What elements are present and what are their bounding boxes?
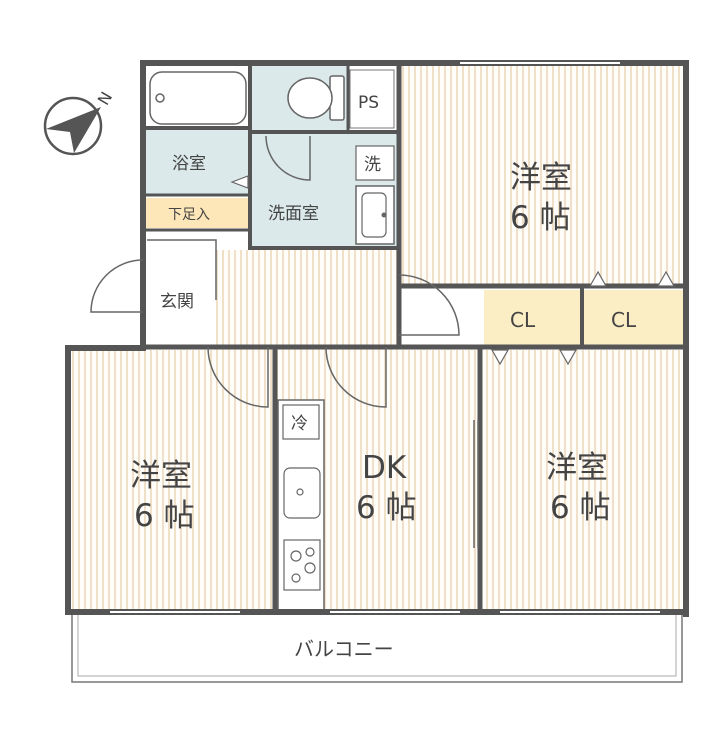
room-name-western-left: 洋室 bbox=[130, 458, 192, 494]
fridge-icon bbox=[282, 404, 320, 440]
stove-burner-icon bbox=[291, 573, 301, 583]
shoe-box-area bbox=[146, 198, 250, 228]
bathroom-area bbox=[146, 130, 250, 194]
room-name-balcony: バルコニー bbox=[294, 637, 394, 661]
floor-western-room-top-right bbox=[400, 66, 684, 286]
room-size-dining-kitchen: 6 帖 bbox=[356, 490, 417, 526]
kitchen-sink-drain-icon bbox=[296, 488, 304, 496]
room-name-pipe-space: PS bbox=[358, 93, 379, 113]
room-name-entrance: 玄関 bbox=[160, 292, 194, 312]
room-size-western-left: 6 帖 bbox=[134, 498, 195, 534]
floor-hall bbox=[215, 250, 400, 350]
room-name-shoe-box: 下足入 bbox=[168, 207, 210, 223]
floor-western-room-left bbox=[70, 350, 274, 612]
closet-left-area bbox=[484, 290, 580, 346]
floor-entrance bbox=[146, 255, 216, 345]
floor-western-room-bottom-right bbox=[482, 350, 684, 612]
room-name-bathroom: 浴室 bbox=[172, 154, 206, 174]
room-name-western-top-right: 洋室 bbox=[510, 160, 572, 196]
room-name-closet-right: CL bbox=[611, 308, 637, 332]
room-size-western-top-right: 6 帖 bbox=[510, 200, 571, 236]
stove-burner-icon bbox=[305, 547, 315, 557]
room-name-washer: 洗 bbox=[364, 155, 381, 175]
room-size-western-bottom-right: 6 帖 bbox=[550, 490, 611, 526]
doors bbox=[90, 135, 479, 548]
room-name-washroom: 洗面室 bbox=[268, 204, 319, 224]
stove-burner-icon bbox=[290, 550, 302, 562]
washer-box bbox=[355, 145, 395, 181]
compass-arrow-icon bbox=[43, 96, 103, 156]
pipe-space-box bbox=[349, 69, 395, 129]
room-name-closet-left: CL bbox=[510, 308, 536, 332]
room-name-fridge: 冷 bbox=[291, 414, 308, 434]
balcony-area bbox=[71, 613, 683, 683]
toilet-bowl-icon bbox=[287, 77, 333, 119]
bathtub-drain-icon bbox=[155, 93, 165, 103]
kitchen-sink-icon bbox=[283, 467, 321, 519]
bath-door-mark bbox=[230, 175, 249, 189]
room-name-dining-kitchen: DK bbox=[362, 450, 407, 486]
washbasin-drain-icon bbox=[381, 212, 387, 218]
room-name-western-bottom-right: 洋室 bbox=[546, 450, 608, 486]
closet-right-area bbox=[584, 290, 684, 346]
bathtub-icon bbox=[149, 71, 247, 125]
stove-burner-icon bbox=[304, 562, 316, 574]
north-label: N bbox=[94, 88, 116, 108]
closet-door-marks bbox=[490, 270, 676, 366]
windows bbox=[110, 62, 660, 613]
